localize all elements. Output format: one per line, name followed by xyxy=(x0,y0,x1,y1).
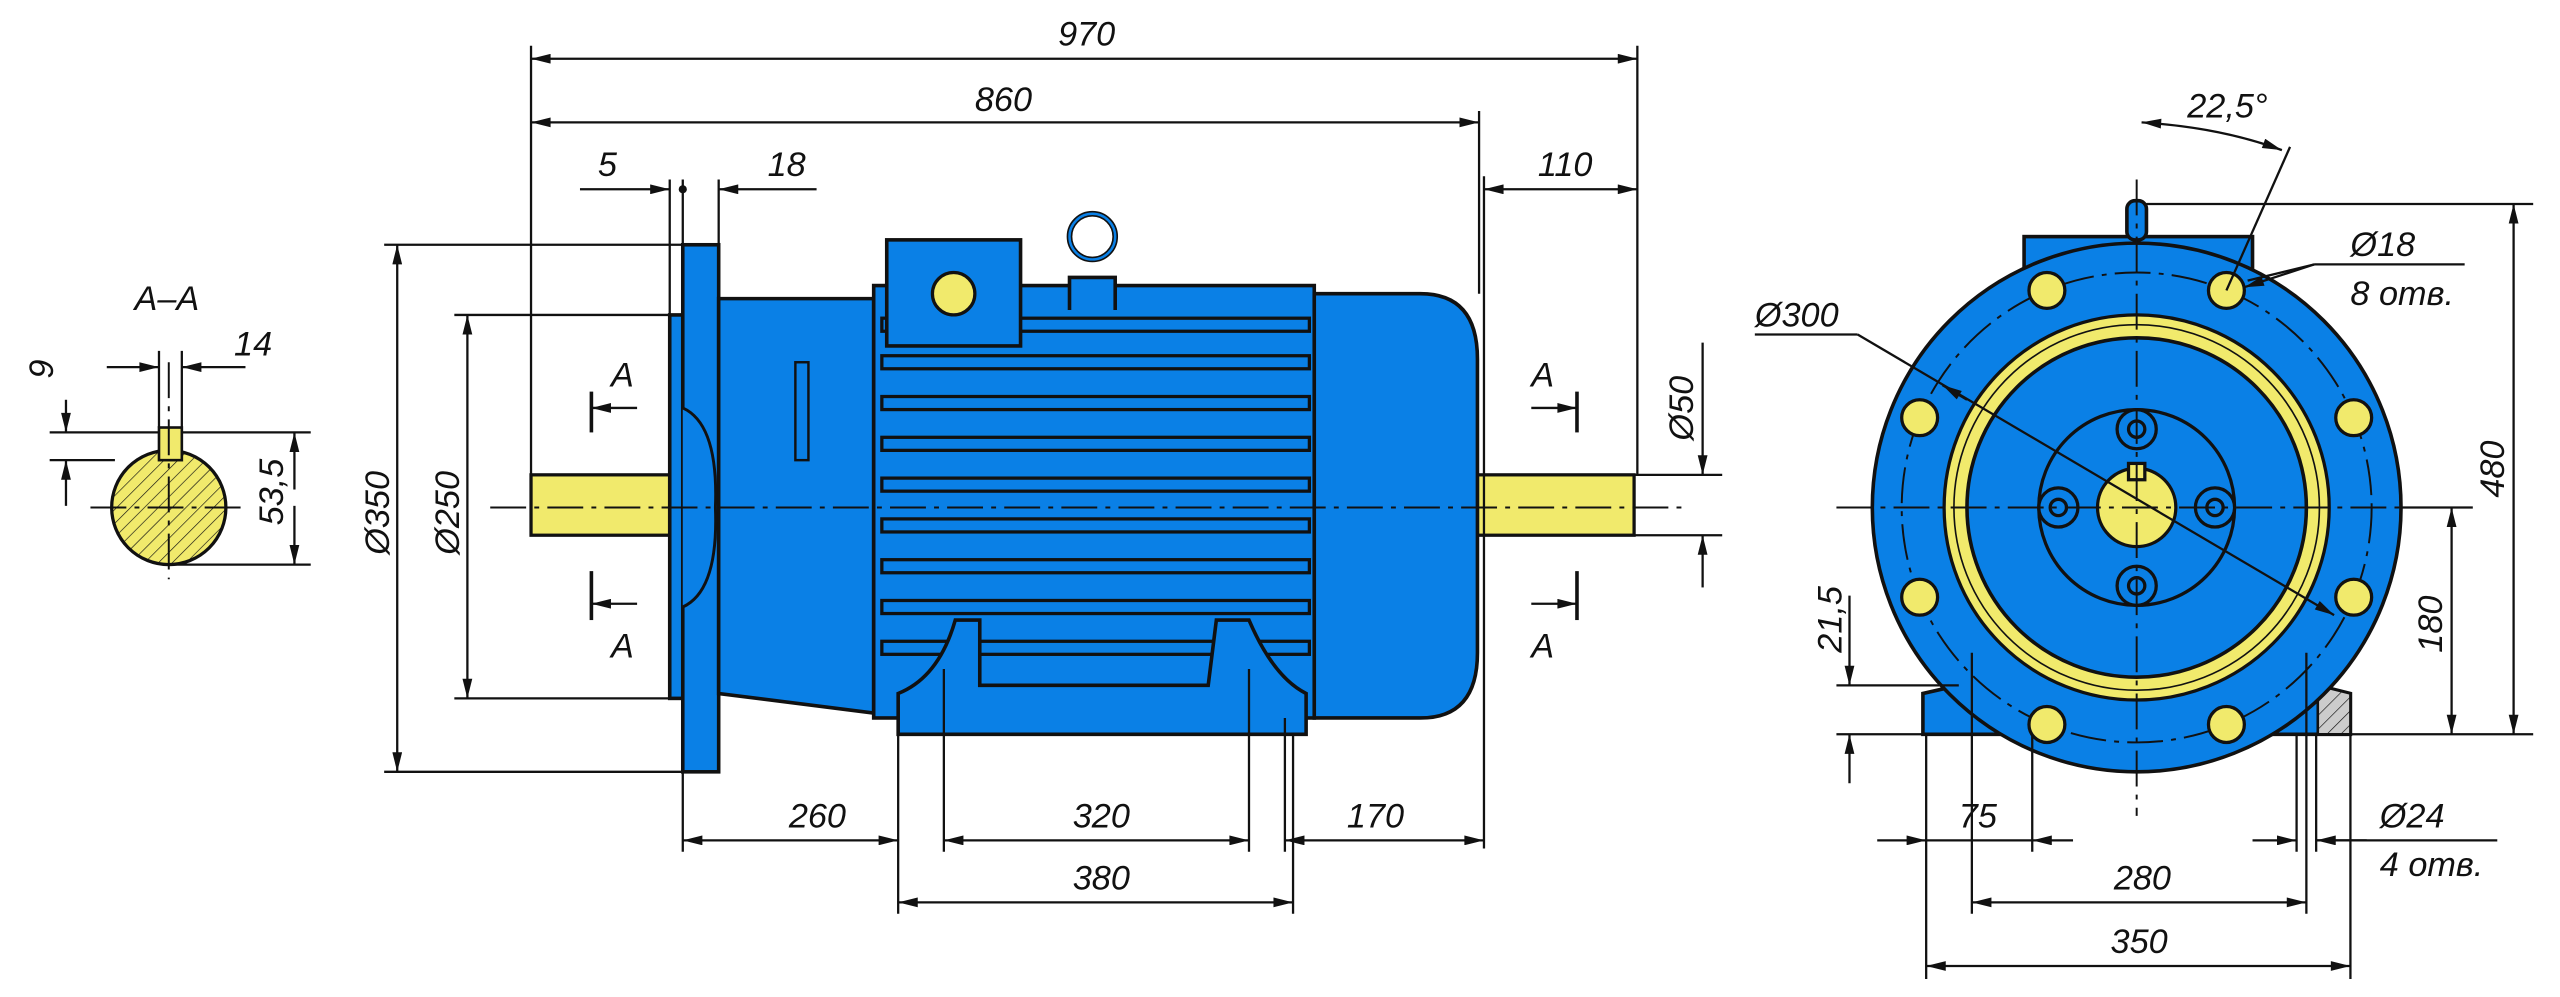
bearing-shield xyxy=(716,296,876,716)
dim-970: 970 xyxy=(1058,16,1115,54)
dim-860: 860 xyxy=(975,81,1032,119)
section-mark-a: A xyxy=(1529,628,1554,666)
section-mark-a: A xyxy=(609,628,634,666)
key-section xyxy=(157,426,184,462)
fan-cover xyxy=(1312,291,1480,720)
side-dimensions: 970 860 5 18 110 Ø350 Ø250 Ø50 xyxy=(359,16,1723,914)
front-dimensions: 22,5° Ø18 8 отв. Ø300 480 180 21,5 xyxy=(1754,87,2534,980)
section-title: A–A xyxy=(133,280,200,318)
dim-hole-count: 8 отв. xyxy=(2350,275,2454,313)
dim-18: 18 xyxy=(768,146,806,184)
dim-320: 320 xyxy=(1073,797,1130,835)
dim-5: 5 xyxy=(598,146,618,184)
dim-foot-hole: Ø24 xyxy=(2379,797,2445,835)
dim-75: 75 xyxy=(1959,797,1998,835)
right-shaft xyxy=(1475,473,1636,537)
dim-280: 280 xyxy=(2113,859,2171,897)
left-shaft xyxy=(529,473,680,537)
flange-bolt-holes xyxy=(1900,270,2374,745)
dim-350: 350 xyxy=(2111,923,2168,961)
feet xyxy=(896,618,1308,737)
dim-flange-dia: Ø350 xyxy=(359,471,397,556)
side-view: A A A A 970 860 5 18 110 Ø350 xyxy=(359,16,1723,914)
section-markers: A A A A xyxy=(589,357,1579,666)
dim-spigot-dia: Ø250 xyxy=(429,471,467,556)
dim-380: 380 xyxy=(1073,859,1130,897)
dim-height: 480 xyxy=(2474,441,2512,498)
key-width-label: 14 xyxy=(234,326,272,364)
dim-foot-thick: 21,5 xyxy=(1811,585,1849,654)
cooling-fins xyxy=(880,316,1312,656)
section-mark-a: A xyxy=(1529,357,1554,395)
dim-angle: 22,5° xyxy=(2186,87,2267,125)
brake-lever xyxy=(794,361,810,462)
terminal-box-screw xyxy=(930,270,977,317)
dim-shaft-dia: Ø50 xyxy=(1663,376,1701,442)
key-height-label: 9 xyxy=(23,360,61,379)
front-view: 22,5° Ø18 8 отв. Ø300 480 180 21,5 xyxy=(1754,87,2534,980)
section-mark-a: A xyxy=(609,357,634,395)
dim-pcd: Ø300 xyxy=(1754,296,1839,334)
dim-hole-dia: Ø18 xyxy=(2349,226,2415,264)
dim-foot-hole-count: 4 отв. xyxy=(2380,846,2484,884)
dim-260: 260 xyxy=(788,797,846,835)
dim-axis-height: 180 xyxy=(2412,596,2450,653)
dim-110: 110 xyxy=(1538,146,1593,184)
section-a-a: A–A 14 9 53,5 xyxy=(23,280,311,580)
dim-170: 170 xyxy=(1347,797,1404,835)
depth-label: 53,5 xyxy=(253,458,291,526)
